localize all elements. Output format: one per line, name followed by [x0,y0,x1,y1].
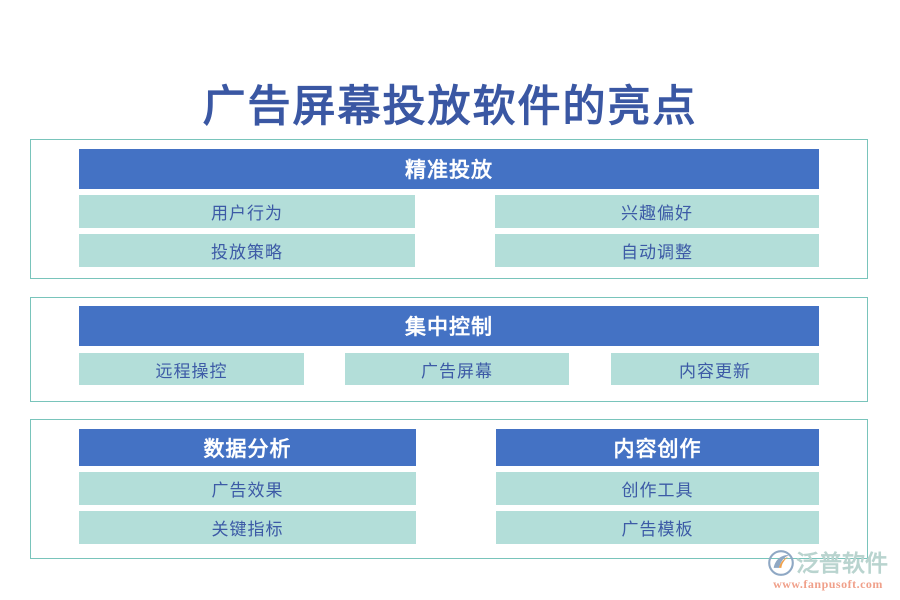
logo-website-url: www.fanpusoft.com [773,577,883,591]
section-header-centralized-control: 集中控制 [79,306,819,346]
section-header-content-creation: 内容创作 [496,429,819,466]
item-interest-preference[interactable]: 兴趣偏好 [495,195,819,228]
item-remote-control[interactable]: 远程操控 [79,353,304,385]
page-title: 广告屏幕投放软件的亮点 [202,84,698,131]
fanpu-swoosh-logo-icon [768,550,794,576]
section-centralized-control: 集中控制 远程操控 广告屏幕 内容更新 [30,297,868,402]
item-auto-adjust[interactable]: 自动调整 [495,234,819,267]
item-ad-templates[interactable]: 广告模板 [496,511,819,544]
section-header-data-analysis: 数据分析 [79,429,416,466]
logo-company-name: 泛普软件 [796,550,888,576]
section-analysis-and-creation: 数据分析 广告效果 关键指标 内容创作 创作工具 广告模板 [30,419,868,559]
item-content-update[interactable]: 内容更新 [611,353,819,385]
item-creation-tools[interactable]: 创作工具 [496,472,819,505]
section-precision-delivery: 精准投放 用户行为 兴趣偏好 投放策略 自动调整 [30,139,868,279]
item-ad-performance[interactable]: 广告效果 [79,472,416,505]
item-ad-screen[interactable]: 广告屏幕 [345,353,569,385]
section-header-precision-delivery: 精准投放 [79,149,819,189]
item-key-metrics[interactable]: 关键指标 [79,511,416,544]
item-delivery-strategy[interactable]: 投放策略 [79,234,415,267]
brand-logo: 泛普软件 www.fanpusoft.com [762,548,894,594]
item-user-behavior[interactable]: 用户行为 [79,195,415,228]
logo-row: 泛普软件 [768,548,888,578]
